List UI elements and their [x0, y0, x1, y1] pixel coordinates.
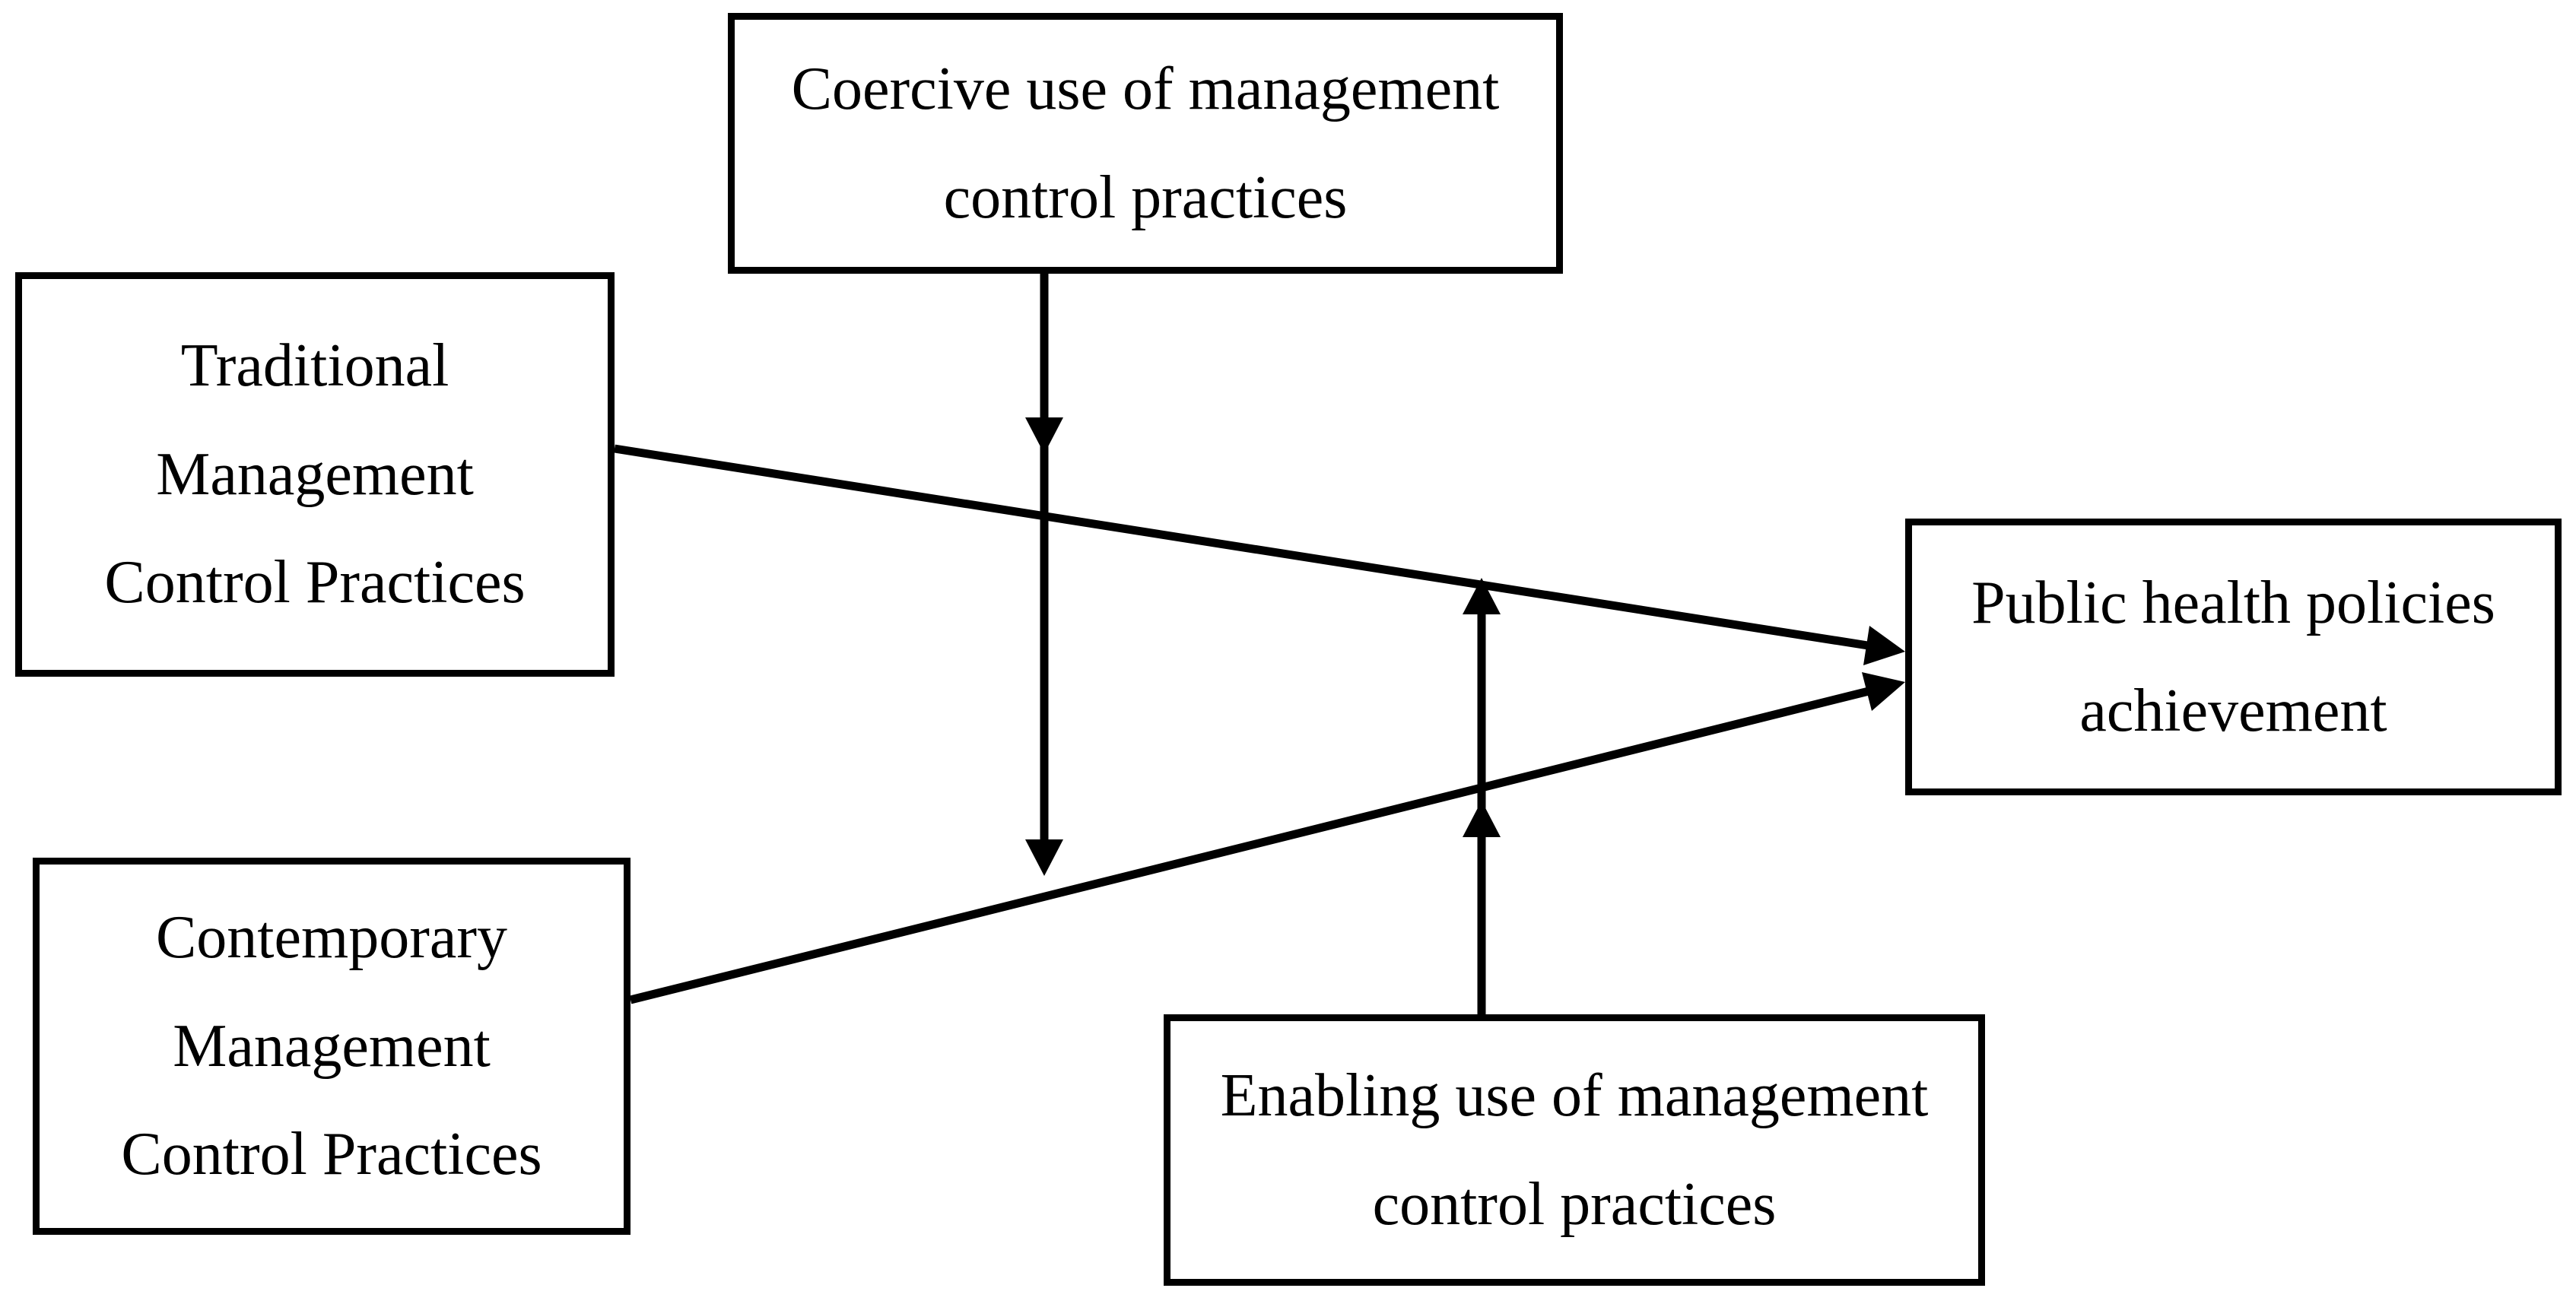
box-enabling-line-2: control practices: [1372, 1170, 1777, 1238]
box-enabling-line-1: Enabling use of management: [1220, 1062, 1929, 1130]
box-coercive-line-1: Coercive use of management: [791, 56, 1500, 123]
box-coercive-line-2: control practices: [943, 163, 1348, 231]
arrowhead-traditional-tip: [1863, 626, 1905, 665]
box-public-line-2: achievement: [2079, 677, 2387, 744]
box-traditional-line-1: Traditional: [180, 332, 449, 400]
box-contemporary-line-2: Management: [173, 1012, 491, 1080]
arrowhead-coercive-upper: [1025, 417, 1063, 454]
arrow-traditional-line: [614, 444, 1869, 650]
arrowhead-enabling-lower: [1463, 801, 1501, 837]
box-traditional-mcp: Traditional Management Control Practices: [15, 272, 615, 677]
box-coercive-use: Coercive use of management control pract…: [728, 13, 1563, 274]
arrow-coercive-moderation: [1025, 274, 1063, 876]
arrowhead-enabling-upper: [1463, 578, 1501, 614]
arrow-contemporary-to-achievement: [629, 672, 1905, 1004]
box-public-health-achievement: Public health policies achievement: [1905, 519, 2562, 795]
arrow-enabling-moderation: [1463, 578, 1501, 1014]
box-public-line-1: Public health policies: [1971, 569, 2495, 636]
arrowhead-coercive-lower: [1025, 839, 1063, 876]
box-traditional-line-3: Control Practices: [104, 549, 526, 617]
arrowhead-contemporary-tip: [1862, 672, 1905, 711]
box-contemporary-line-3: Control Practices: [121, 1121, 542, 1188]
arrow-traditional-to-achievement: [614, 444, 1905, 665]
box-contemporary-line-1: Contemporary: [155, 904, 508, 972]
box-traditional-line-2: Management: [156, 440, 474, 508]
box-contemporary-mcp: Contemporary Management Control Practice…: [33, 858, 631, 1235]
box-enabling-use: Enabling use of management control pract…: [1164, 1014, 1985, 1286]
arrow-contemporary-line: [629, 687, 1870, 1004]
